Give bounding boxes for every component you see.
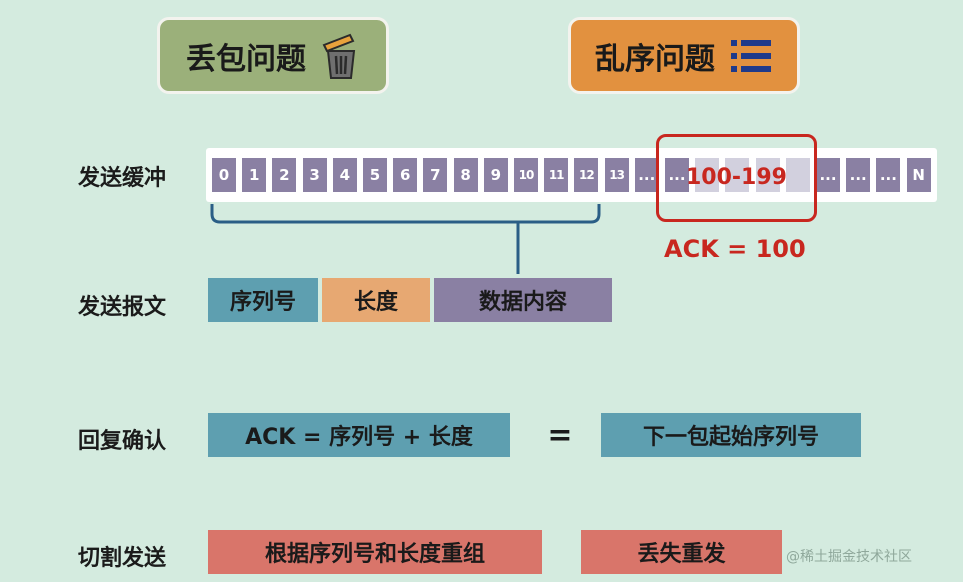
split-send-label: 切割发送 [78, 546, 167, 571]
order-problem-label: 乱序问题 [595, 41, 715, 77]
buffer-cell: ... [665, 158, 689, 192]
reply-ack-label: 回复确认 [78, 429, 167, 454]
buffer-cell: 9 [483, 158, 508, 192]
buffer-cell [785, 158, 810, 192]
buffer-cell: 10 [514, 158, 538, 192]
loss-problem-label: 丢包问题 [186, 41, 306, 77]
buffer-cell: ... [634, 158, 659, 192]
buffer-cell: 0 [212, 158, 236, 192]
highlight-range-label: 100-199 [686, 165, 787, 190]
buffer-cell [695, 158, 720, 192]
buffer-cell: 4 [332, 158, 357, 192]
buffer-bracket [210, 204, 601, 274]
highlight-box [656, 134, 817, 222]
send-message-label: 发送报文 [78, 295, 167, 320]
ack-note: ACK = 100 [664, 235, 806, 263]
buffer-cell: 2 [272, 158, 297, 192]
reassemble-box: 根据序列号和长度重组 [208, 530, 542, 574]
buffer-cell [755, 158, 780, 192]
equals-sign: = [547, 417, 573, 453]
field-seq: 序列号 [208, 278, 318, 322]
order-problem-title: 乱序问题 [568, 17, 800, 94]
buffer-cell: 12 [574, 158, 599, 192]
buffer-cell: 6 [393, 158, 418, 192]
buffer-cell: 13 [604, 158, 629, 192]
send-buffer-label: 发送缓冲 [78, 166, 167, 191]
buffer-cell: N [906, 158, 931, 192]
buffer-cell: 7 [423, 158, 448, 192]
watermark: @稀土掘金技术社区 [786, 549, 912, 565]
ack-result: 下一包起始序列号 [601, 413, 861, 457]
list-icon [731, 39, 771, 72]
loss-problem-title: 丢包问题 [157, 17, 389, 94]
buffer-cell [725, 158, 750, 192]
ack-formula: ACK = 序列号 + 长度 [208, 413, 510, 457]
field-payload: 数据内容 [434, 278, 612, 322]
buffer-cell: 3 [302, 158, 327, 192]
buffer-cell: ... [846, 158, 871, 192]
resend-box: 丢失重发 [581, 530, 782, 574]
buffer-cell: 8 [453, 158, 478, 192]
buffer-cell: 1 [242, 158, 267, 192]
field-length: 长度 [322, 278, 430, 322]
buffer-cell: 5 [363, 158, 387, 192]
trash-can-icon [322, 33, 356, 79]
buffer-cell: 11 [544, 158, 569, 192]
buffer-cell: ... [816, 158, 840, 192]
buffer-cell: ... [876, 158, 901, 192]
